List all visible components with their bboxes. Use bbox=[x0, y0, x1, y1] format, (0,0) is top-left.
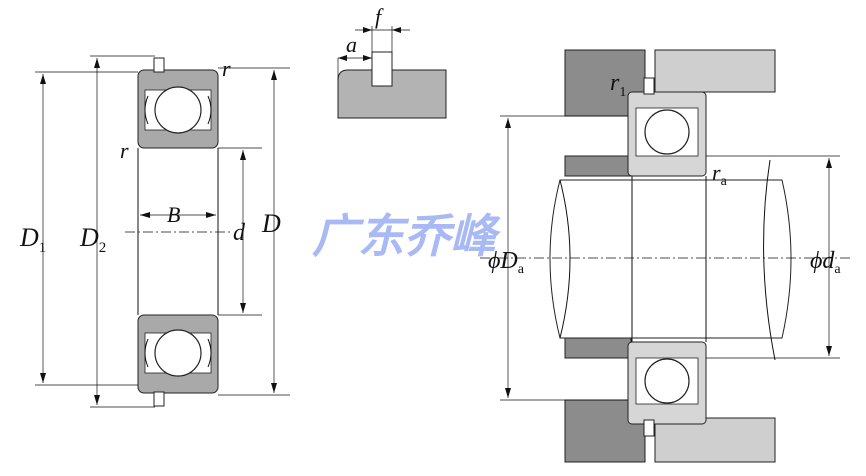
label-Da: ϕDa bbox=[488, 248, 525, 277]
label-d: d bbox=[233, 220, 246, 246]
label-B: B bbox=[167, 202, 180, 227]
label-r1: r1 bbox=[610, 70, 626, 100]
top-ball bbox=[154, 86, 202, 134]
bearing-cross-section: D1 D2 B d D r r bbox=[19, 55, 290, 408]
label-r-side: r bbox=[120, 138, 129, 163]
mounting-arrangement: r1 ra ϕDa ϕda bbox=[480, 49, 850, 463]
top-shields bbox=[144, 95, 212, 125]
label-ra: ra bbox=[712, 160, 728, 189]
snap-ring-groove-detail: f a bbox=[337, 4, 447, 119]
shaft bbox=[549, 179, 792, 339]
mounted-top-ball bbox=[644, 109, 690, 155]
top-snap-ring bbox=[153, 57, 165, 73]
spacer-upper bbox=[564, 155, 632, 177]
label-r-top: r bbox=[222, 56, 231, 81]
watermark-text: 广东乔峰 bbox=[312, 209, 501, 263]
housing-bottom-right bbox=[654, 417, 776, 463]
bottom-snap-ring bbox=[153, 391, 165, 407]
label-D1: D1 bbox=[19, 223, 46, 256]
spacer-lower bbox=[564, 337, 632, 359]
label-D: D bbox=[261, 209, 281, 238]
bottom-ball bbox=[154, 329, 202, 377]
bottom-shields bbox=[144, 338, 212, 368]
housing-top-right bbox=[654, 49, 776, 93]
label-a: a bbox=[346, 32, 357, 57]
label-da: ϕda bbox=[810, 248, 841, 277]
groove-ring bbox=[371, 51, 393, 87]
label-f: f bbox=[375, 4, 384, 29]
mounted-bottom-ball bbox=[644, 358, 690, 404]
label-D2: D2 bbox=[79, 223, 106, 256]
